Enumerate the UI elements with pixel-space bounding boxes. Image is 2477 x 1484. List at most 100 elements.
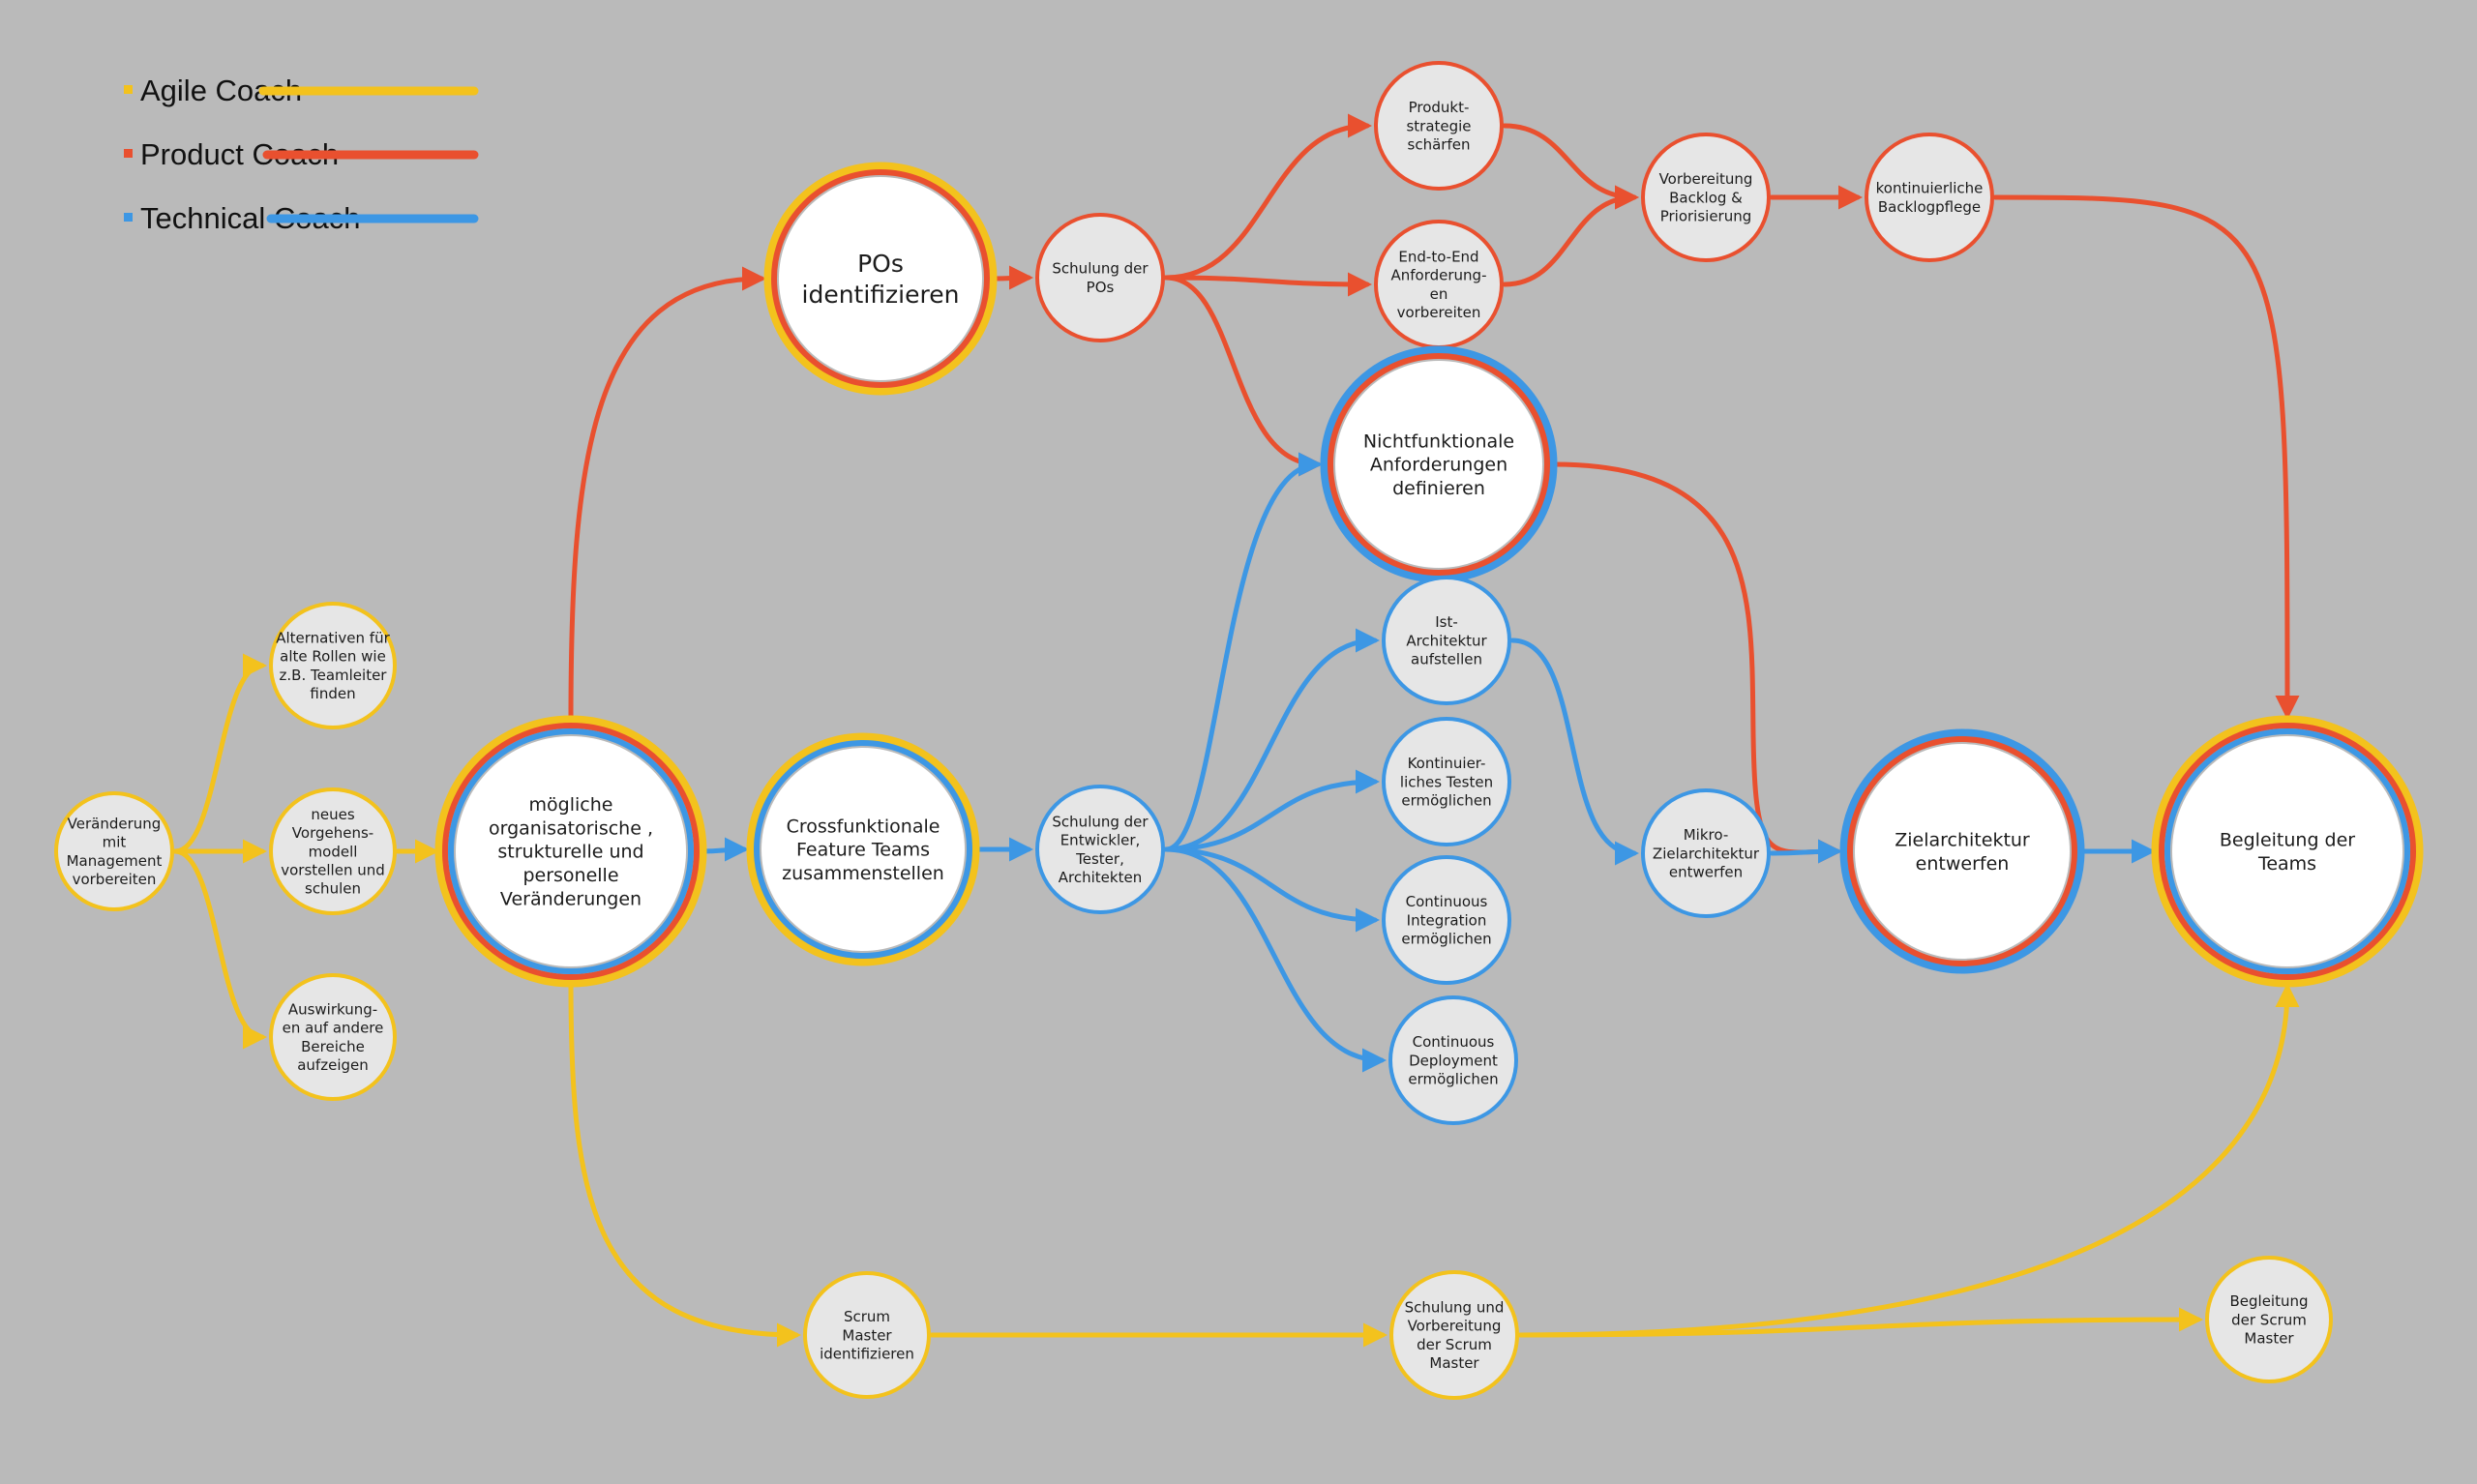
- edge-end2end-to-backlog: [1502, 185, 1639, 287]
- edge-schulung_dev-to-cd: [1163, 846, 1387, 1073]
- node-label-line: Mikro-: [1684, 826, 1729, 844]
- node-ring-technical: [448, 728, 694, 974]
- node-label-line: alte Rollen wie: [280, 648, 386, 666]
- node-label-line: modell: [309, 843, 358, 860]
- node-label-line: Zielarchitektur: [1653, 845, 1760, 862]
- node-label-line: Architekten: [1059, 869, 1142, 886]
- node-label-line: Entwickler,: [1060, 832, 1141, 849]
- node-ring-agile: [434, 715, 707, 988]
- node-ring: [269, 602, 397, 729]
- legend-swatch: [124, 213, 133, 222]
- node-label-line: Kontinuier-: [1408, 755, 1486, 772]
- edge-mikro-to-zielarchitektur: [1769, 839, 1842, 864]
- node-label-line: vorbereiten: [73, 871, 157, 888]
- node-label-line: identifizieren: [820, 1345, 914, 1362]
- node-label-line: zusammenstellen: [782, 863, 944, 884]
- node-label-line: Vorbereitung: [1408, 1318, 1502, 1335]
- node-ring: [803, 1271, 931, 1399]
- node-label-line: Continuous: [1413, 1033, 1495, 1051]
- edge-veraenderung-to-auswirkungen: [172, 848, 267, 1050]
- node-label-line: vorbereiten: [1397, 304, 1481, 321]
- node-label-line: Bereiche: [301, 1038, 365, 1055]
- node-label-line: Vorbereitung: [1659, 170, 1753, 188]
- node-fill: [2172, 736, 2402, 966]
- edge-pos-to-schulung_pos: [991, 265, 1033, 290]
- legend-swatch: [124, 149, 133, 158]
- edge-schulung_dev-to-nichtfunktional: [1163, 452, 1323, 852]
- edge-schulung_pos-to-end2end: [1163, 272, 1372, 297]
- edge-backlogpflege-to-begleitung_teams: [1992, 194, 2300, 720]
- node-fill: [1335, 361, 1542, 568]
- node-label-line: aufstellen: [1411, 650, 1482, 668]
- node-ring: [1382, 717, 1511, 846]
- node-label-line: entwerfen: [1669, 863, 1743, 880]
- node-ring: [1865, 133, 1994, 262]
- node-label-line: Schulung der: [1052, 813, 1149, 830]
- node-label-line: schärfen: [1408, 135, 1471, 153]
- node-ring: [2205, 1256, 2333, 1383]
- node-ring-technical: [1839, 728, 2085, 974]
- node-label-line: Backlog &: [1669, 189, 1743, 206]
- node-ring: [1035, 785, 1165, 914]
- node-ring-agile: [746, 732, 980, 966]
- node-label-line: ermöglichen: [1401, 791, 1491, 809]
- legend-swatch: [124, 85, 133, 94]
- node-ring: [1389, 1270, 1519, 1400]
- node-fill: [456, 736, 686, 966]
- node-label-line: z.B. Teamleiter: [280, 667, 388, 684]
- node-label-line: Begleitung der: [2220, 829, 2355, 850]
- node-label-line: Management: [67, 852, 163, 870]
- node-label-line: Begleitung: [2229, 1292, 2308, 1310]
- node-fill: [761, 748, 965, 951]
- node-label-line: neues: [311, 806, 354, 823]
- node-fill: [779, 177, 982, 380]
- node-label-line: en: [1430, 285, 1448, 303]
- node-label-line: Produkt-: [1409, 99, 1470, 116]
- edge-organisatorisch-to-crossfunktional: [699, 837, 749, 862]
- node-label-line: definieren: [1392, 478, 1485, 499]
- node-label-line: Master: [2244, 1329, 2294, 1347]
- node-label-line: Ist-: [1435, 613, 1458, 631]
- node-ring: [269, 787, 397, 915]
- node-label-line: Veränderungen: [500, 888, 642, 909]
- node-label-line: Crossfunktionale: [787, 816, 940, 837]
- node-label-line: Auswirkung-: [288, 1000, 377, 1018]
- node-label-line: Master: [1429, 1354, 1479, 1372]
- node-label-line: mögliche: [529, 794, 613, 816]
- node-ring-product: [771, 169, 990, 388]
